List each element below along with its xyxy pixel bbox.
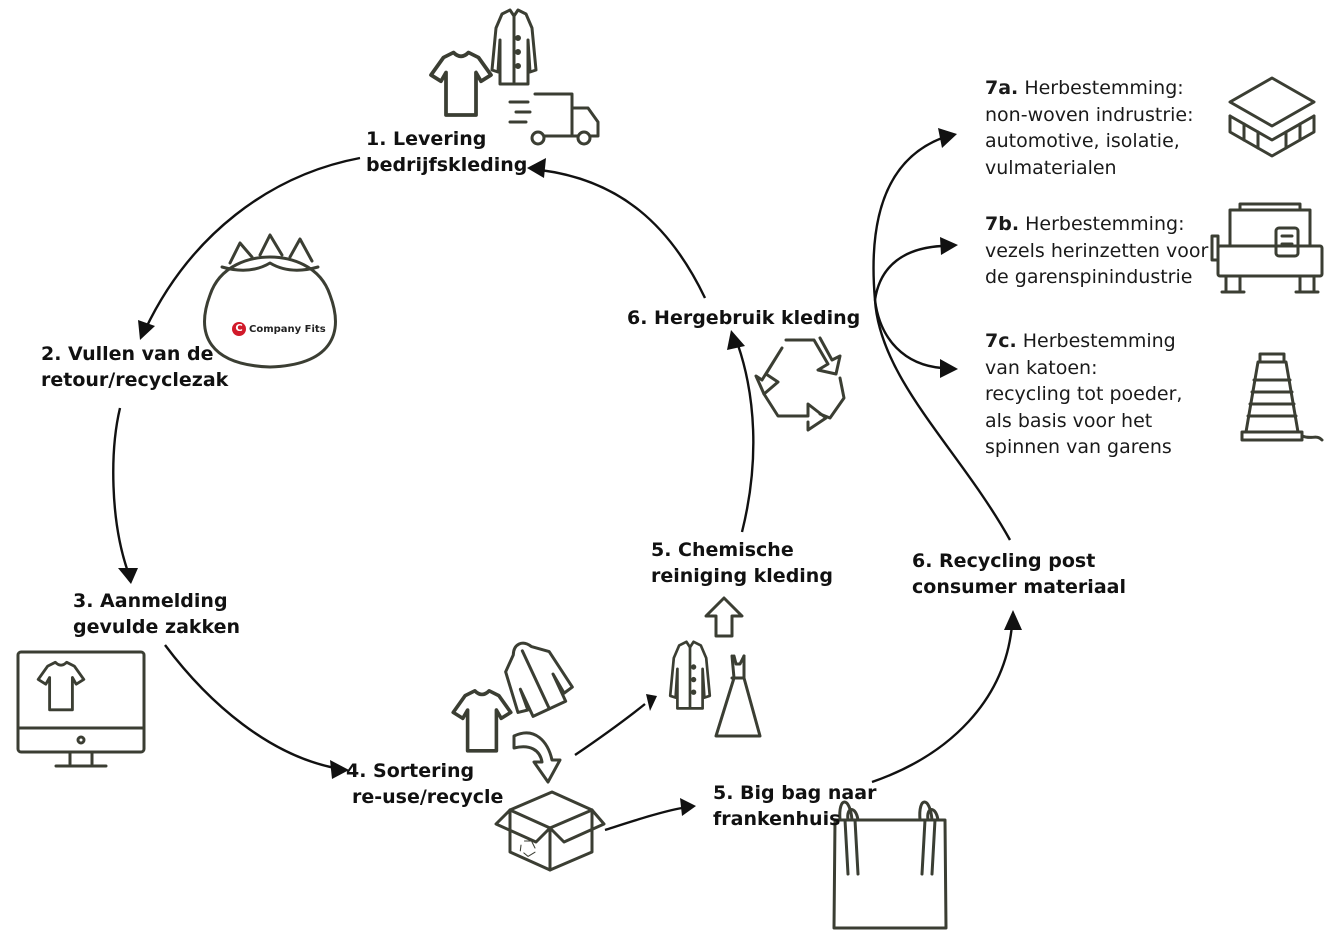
step-3-line-2: gevulde zakken [73,616,241,638]
output-7a-text-1: Herbestemming: [1024,77,1184,99]
output-7c: 7c. Herbestemming van katoen: recycling … [985,328,1182,461]
arrow-5a-to-6a-head [727,330,745,350]
step-5b-line-2: frankenhuis [713,808,841,830]
spool-icon [1240,352,1324,442]
arrow-1-to-2 [143,156,361,331]
arrow-5b-to-6b [871,624,1014,784]
output-7c-text-4: als basis voor het [985,409,1153,432]
arrow-3-to-4 [164,644,336,770]
dress-icon [714,654,762,738]
blouse-icon [668,640,712,710]
step-6-recycling: 6. Recycling post consumer materiaal [912,548,1126,600]
output-7a-text-3: automotive, isolatie, [985,130,1180,152]
big-bag-icon [832,800,948,930]
output-7c-text-5: spinnen van garens [985,436,1172,458]
bag-icon [203,233,337,369]
output-7b-text-1: Herbestemming: [1025,213,1185,235]
output-7b-text-2: vezels herinzetten voor [985,239,1209,262]
jacket-icon [504,641,574,718]
output-7b-text-3: de garenspinindustrie [985,266,1193,288]
sorting-arrow-icon [512,731,562,784]
step-3-line-1: 3. Aanmelding [73,590,228,612]
step-6b-line-1: 6. Recycling post [912,550,1096,572]
output-7c-text-3: recycling tot poeder, [985,383,1183,405]
output-7b-line-1: 7b. Herbestemming: [985,211,1208,238]
step-1-line-1: 1. Levering [366,128,487,150]
step-1-line-2: bedrijfskleding [366,154,528,176]
arrow-7b-head [940,237,958,255]
step-3-register: 3. Aanmelding gevulde zakken [73,588,240,640]
step-2-line-2: retour/recyclezak [41,369,229,391]
arrow-6a-to-1-head [527,158,546,178]
step-5a-line-2: reiniging kleding [651,565,833,587]
step-5-chemical-cleaning: 5. Chemische reiniging kleding [651,537,833,589]
output-7a-text-2: non-woven indrustrie: [985,103,1194,126]
arrow-3-to-4-head [330,760,349,779]
shirt-icon [451,688,513,753]
delivery-truck-icon [508,92,600,146]
arrow-7b [873,244,943,301]
step-6-reuse: 6. Hergebruik kleding [627,305,860,331]
output-7c-line-1: 7c. Herbestemming [985,328,1182,355]
step-5b-line-1: 5. Big bag naar [713,782,877,804]
arrow-4-to-5a-head [646,694,657,711]
arrow-6a-to-1 [539,168,707,299]
output-7a-text-4: vulmaterialen [985,156,1117,179]
step-2-line-1: 2. Vullen van de [41,343,214,365]
arrow-6b-to-7 [873,299,1012,541]
bag-logo: C Company Fits [232,322,326,336]
output-7c-key: 7c. [985,330,1017,352]
arrow-4-to-5a [574,703,646,756]
step-6b-line-2: consumer materiaal [912,576,1126,598]
arrow-7c [873,299,943,370]
output-7c-text-1: Herbestemming [1022,330,1176,352]
step-4-line-2: re-use/recycle [352,786,504,808]
step-4-line-1: 4. Sortering [346,760,475,782]
arrow-1-to-2-head [138,320,155,340]
arrow-5a-to-6a [736,344,755,533]
step-5a-line-1: 5. Chemische [651,539,794,561]
blouse-icon [490,8,538,86]
step-4-sorting: 4. Sortering re-use/recycle [346,758,503,810]
box-icon [494,790,606,872]
output-7a-line-1: 7a. Herbestemming: [985,75,1194,102]
arrow-4-to-5b-head [680,798,696,816]
output-7c-text-2: van katoen: [985,356,1098,379]
arrow-2-to-3 [112,407,130,573]
up-arrow-icon [704,596,744,638]
arrow-4-to-5b [604,806,683,832]
bag-logo-label: Company Fits [249,323,326,335]
machine-icon [1210,202,1324,294]
output-7a: 7a. Herbestemming: non-woven indrustrie:… [985,75,1194,181]
arrow-7a-head [938,128,957,148]
monitor-icon [16,650,146,768]
step-5-big-bag: 5. Big bag naar frankenhuis [713,780,876,832]
step-1-delivery: 1. Levering bedrijfskleding [366,126,527,178]
arrow-5b-to-6b-head [1004,610,1022,630]
step-6a-line-1: 6. Hergebruik kleding [627,307,861,329]
shirt-icon [429,50,493,117]
output-7a-key: 7a. [985,77,1019,99]
arrow-7c-head [940,359,958,378]
company-logo-mark: C [232,322,246,336]
arrow-7a [872,136,943,301]
output-7b-key: 7b. [985,213,1020,235]
arrow-2-to-3-head [118,568,138,584]
output-7b: 7b. Herbestemming: vezels herinzetten vo… [985,211,1208,291]
recycle-icon [754,336,846,432]
step-2-fill-bag: 2. Vullen van de retour/recyclezak [41,341,228,393]
layers-icon [1228,76,1316,158]
